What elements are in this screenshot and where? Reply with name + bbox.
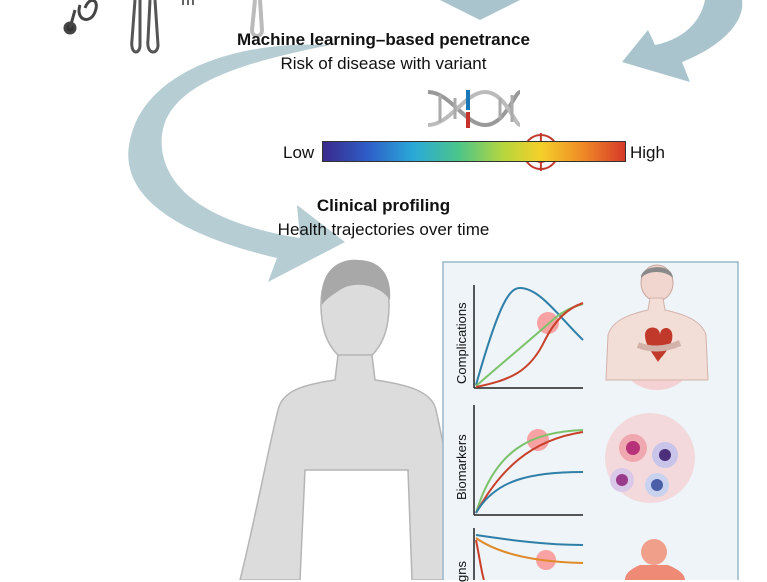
top-right-arrow bbox=[622, 0, 743, 82]
stethoscope-icon bbox=[63, 0, 98, 35]
biomarkers-axis-label: Biomarkers bbox=[454, 434, 469, 500]
curve-red bbox=[475, 302, 584, 388]
profiling-subtitle: Health trajectories over time bbox=[277, 220, 490, 239]
biomarkers-chart bbox=[473, 405, 584, 516]
curve-red bbox=[475, 431, 584, 514]
complications-axis-label: Complications bbox=[454, 302, 469, 384]
patient-icon-partial bbox=[625, 539, 685, 580]
highlight-spot bbox=[527, 429, 549, 451]
scale-high-label: High bbox=[630, 143, 665, 162]
scale-low-label: Low bbox=[283, 143, 315, 162]
hair bbox=[321, 259, 391, 305]
curve-blue bbox=[475, 286, 584, 386]
curved-arrow-left bbox=[128, 44, 345, 282]
signs-axis-label: gns bbox=[454, 561, 469, 582]
complications-chart bbox=[473, 285, 584, 389]
dna-icon bbox=[427, 89, 522, 128]
risk-color-scale bbox=[322, 141, 626, 162]
trajectory-panel bbox=[442, 261, 739, 580]
ellipsis-icon bbox=[182, 0, 194, 5]
penetrance-title: Machine learning–based penetrance bbox=[237, 30, 530, 49]
curve-blue bbox=[475, 471, 584, 514]
signs-chart bbox=[473, 528, 584, 580]
curve-blue bbox=[475, 534, 584, 546]
penetrance-subtitle: Risk of disease with variant bbox=[280, 54, 487, 73]
profiling-title: Clinical profiling bbox=[316, 196, 451, 215]
tool-icon bbox=[130, 0, 160, 54]
top-arrow bbox=[440, 0, 520, 20]
curve-red bbox=[475, 539, 485, 580]
probe-icon bbox=[249, 0, 265, 38]
patient-chest-pain-icon bbox=[605, 264, 709, 390]
curve-orange bbox=[475, 537, 584, 564]
curve-green bbox=[475, 429, 584, 514]
human-body-figure bbox=[239, 261, 471, 580]
blood-cells-icon bbox=[605, 413, 695, 503]
